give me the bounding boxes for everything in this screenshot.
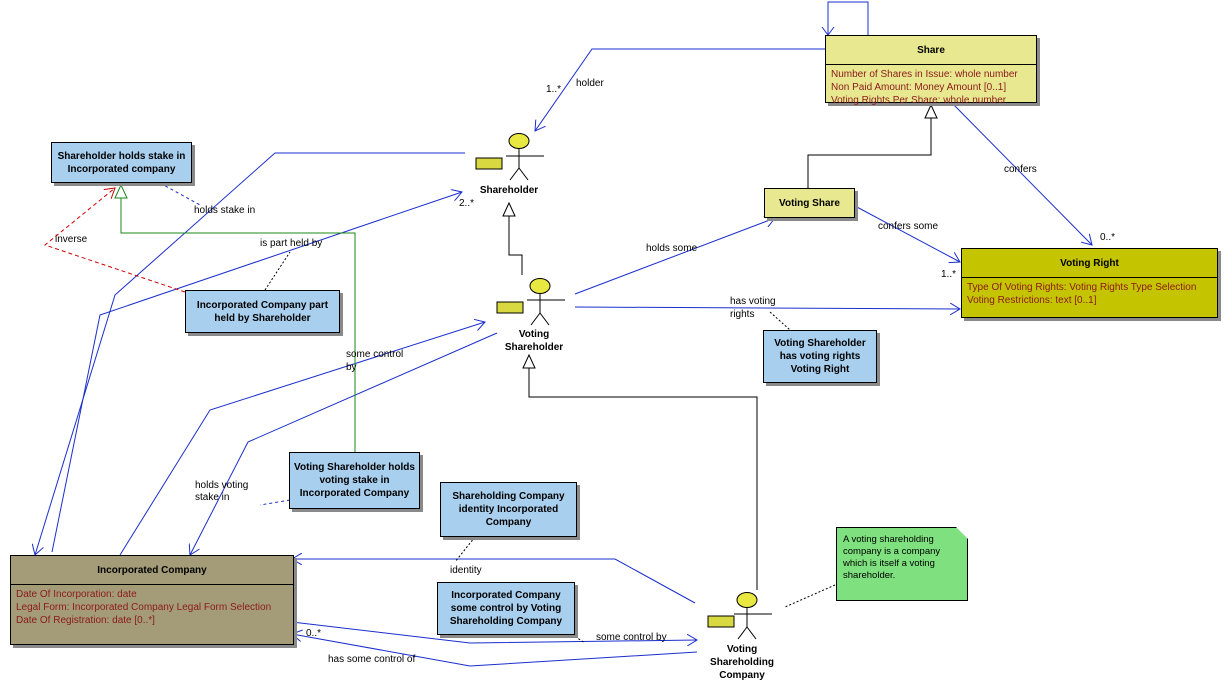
holder-role-label: holder xyxy=(576,78,604,89)
voting-share-generalization[interactable] xyxy=(807,117,932,188)
stake-in-label: stake in xyxy=(195,492,230,503)
part-held-association-class[interactable]: Incorporated Company part held by Shareh… xyxy=(185,290,340,333)
voting-right-attr: Voting Restrictions: text [0..1] xyxy=(967,295,1097,306)
holder-multiplicity: 1..* xyxy=(546,84,562,95)
some-control-label: some control xyxy=(346,349,404,360)
holds-voting-label: holds voting xyxy=(195,480,249,491)
association-class-line: Incorporated company xyxy=(67,163,176,175)
association-class-line: Voting Shareholder xyxy=(774,338,866,349)
some-control-by-label: some control by xyxy=(596,632,667,643)
note[interactable]: A voting shareholding company is a compa… xyxy=(836,527,968,601)
voting-right-attr: Type Of Voting Rights: Voting Rights Typ… xyxy=(967,282,1197,293)
has-some-control-of-label: has some control of xyxy=(328,654,416,665)
voting-shareholding-company-label: Voting Shareholding Company xyxy=(702,643,782,682)
note-line: which is itself a voting xyxy=(843,558,935,569)
association-class-line: identity Incorporated xyxy=(458,504,559,515)
incorporated-company-attr: Date Of Incorporation: date xyxy=(16,589,137,600)
share-attr: Voting Rights Per Share: whole number xyxy=(831,95,1007,106)
voting-right-attributes: Type Of Voting Rights: Voting Rights Typ… xyxy=(962,278,1217,310)
actor-label-line: Company xyxy=(719,670,765,681)
identity-association-class[interactable]: Shareholding Company identity Incorporat… xyxy=(440,482,577,537)
share-attr: Number of Shares in Issue: whole number xyxy=(831,69,1018,80)
has-voting-label: has voting xyxy=(730,296,776,307)
association-class-line: Company xyxy=(485,517,532,528)
note-line: A voting shareholding xyxy=(843,534,934,545)
share-class-title: Share xyxy=(826,36,1036,65)
some-control-association-class[interactable]: Incorporated Company some control by Vot… xyxy=(437,582,575,635)
identity-association[interactable] xyxy=(292,559,696,604)
holds-stake-association-class[interactable]: Shareholder holds stake in Incorporated … xyxy=(51,142,192,183)
shareholder-actor[interactable] xyxy=(475,133,544,181)
association-class-line: Shareholding Company xyxy=(449,616,563,627)
association-class-line: Incorporated Company part xyxy=(196,299,329,311)
voting-right-class[interactable]: Voting Right Type Of Voting Rights: Voti… xyxy=(961,248,1218,318)
is-part-held-by-label: is part held by xyxy=(260,238,323,249)
confers-some-label: confers some xyxy=(878,221,939,232)
association-class-line: held by Shareholder xyxy=(214,312,311,324)
inverse-dependency[interactable] xyxy=(43,188,186,293)
some-control-by-company-association[interactable] xyxy=(291,621,697,643)
holds-some-label: holds some xyxy=(646,243,698,254)
shareholder-multiplicity: 2..* xyxy=(459,198,475,209)
incorporated-company-attr: Legal Form: Incorporated Company Legal F… xyxy=(16,602,272,613)
voting-rights-association-class[interactable]: Voting Shareholder has voting rights Vot… xyxy=(763,330,877,383)
rights-label: rights xyxy=(730,309,755,320)
holds-some-association[interactable] xyxy=(574,218,775,295)
association-class-line: Voting Shareholder holds xyxy=(294,462,415,473)
association-class-line: Incorporated Company xyxy=(299,488,410,499)
association-class-line: has voting rights xyxy=(779,351,861,362)
voting-shareholder-generalization[interactable] xyxy=(508,215,523,275)
share-attr: Non Paid Amount: Money Amount [0..1] xyxy=(831,82,1007,93)
association-class-line: Incorporated Company xyxy=(451,590,561,601)
voting-right-class-title: Voting Right xyxy=(962,249,1217,278)
association-class-line: Shareholder holds stake in xyxy=(57,150,186,162)
voting-shareholder-label: Voting Shareholder xyxy=(494,328,574,354)
voting-shareholder-actor[interactable] xyxy=(496,278,565,326)
confers-label: confers xyxy=(1004,164,1037,175)
has-some-control-of-association[interactable] xyxy=(292,634,698,667)
voting-share-class[interactable]: Voting Share xyxy=(764,188,855,218)
share-attributes: Number of Shares in Issue: whole number … xyxy=(826,65,1036,110)
note-line: company is a company xyxy=(843,546,941,557)
by-label: by xyxy=(346,362,357,373)
actor-label-line: Voting xyxy=(726,644,758,655)
actor-label-line: Shareholding xyxy=(710,657,774,668)
incorporated-company-class-title: Incorporated Company xyxy=(11,556,293,585)
holds-stake-in-label: holds stake in xyxy=(194,205,256,216)
voting-share-class-title: Voting Share xyxy=(779,197,840,209)
realization-link[interactable] xyxy=(120,197,356,452)
share-class[interactable]: Share Number of Shares in Issue: whole n… xyxy=(825,35,1037,106)
confers-association[interactable] xyxy=(951,102,1092,245)
association-class-line: voting stake in xyxy=(319,475,390,486)
association-class-line: Voting Right xyxy=(790,364,850,375)
association-class-line: some control by Voting xyxy=(450,603,562,614)
incorporated-company-attr: Date Of Registration: date [0..*] xyxy=(16,615,155,626)
note-line: shareholder. xyxy=(843,570,896,581)
incorporated-company-attributes: Date Of Incorporation: date Legal Form: … xyxy=(11,585,293,630)
confers-some-association[interactable] xyxy=(854,205,960,262)
some-control-by-association[interactable] xyxy=(119,322,485,556)
holds-stake-in-association[interactable] xyxy=(35,152,465,555)
company-multiplicity: 0..* xyxy=(306,628,322,639)
actor-label-line: Shareholder xyxy=(504,342,564,353)
holder-association[interactable] xyxy=(535,48,825,131)
inverse-label: inverse xyxy=(55,234,88,245)
identity-label: identity xyxy=(450,565,482,576)
actor-label-line: Voting xyxy=(518,329,550,340)
voting-stake-association-class[interactable]: Voting Shareholder holds voting stake in… xyxy=(289,452,420,509)
holds-voting-stake-association[interactable] xyxy=(190,332,498,555)
confers-multiplicity: 0..* xyxy=(1100,232,1116,243)
share-self-association[interactable] xyxy=(827,1,869,35)
voting-shareholding-company-generalization[interactable] xyxy=(528,367,758,590)
has-voting-rights-association[interactable] xyxy=(574,307,960,309)
voting-shareholding-company-actor[interactable] xyxy=(707,592,772,640)
association-class-line: Shareholding Company xyxy=(452,491,565,502)
voting-right-multiplicity: 1..* xyxy=(941,269,957,280)
incorporated-company-class[interactable]: Incorporated Company Date Of Incorporati… xyxy=(10,555,294,645)
shareholder-label: Shareholder xyxy=(479,185,539,196)
